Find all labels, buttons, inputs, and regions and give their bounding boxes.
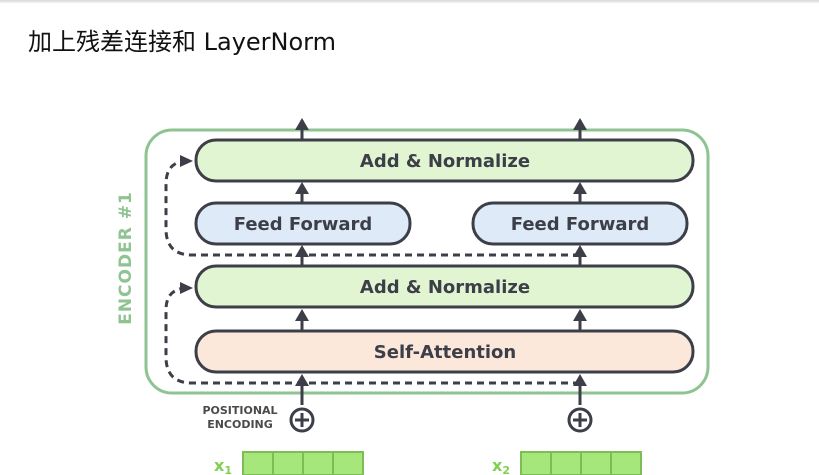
arrow-right-icon xyxy=(180,282,193,294)
top-rule xyxy=(0,0,819,3)
input-x2-label: x2 xyxy=(492,456,510,475)
arrow-up-icon xyxy=(295,118,309,130)
encoder-container xyxy=(144,128,710,395)
add-normalize-bottom-label: Add & Normalize xyxy=(360,277,530,298)
encoder-label: ENCODER #1 xyxy=(116,191,136,325)
add-normalize-top-label: Add & Normalize xyxy=(360,151,530,172)
feed-forward-right-label: Feed Forward xyxy=(511,214,649,235)
feed-forward-left-box xyxy=(194,201,412,246)
positional-encoding-label-line2: ENCODING xyxy=(207,418,273,431)
self-attention-box xyxy=(194,329,695,374)
input-x2-vector xyxy=(520,451,642,475)
circle-plus-icon xyxy=(289,407,315,433)
add-normalize-top-box xyxy=(194,138,695,183)
self-attention-label: Self-Attention xyxy=(374,342,516,363)
add-normalize-bottom-box xyxy=(194,264,695,309)
arrow-up-icon xyxy=(573,309,587,321)
arrow-up-icon xyxy=(573,182,587,194)
arrow-up-icon xyxy=(573,118,587,130)
page-title: 加上残差连接和 LayerNorm xyxy=(28,28,337,56)
residual-connection-upper xyxy=(164,159,580,257)
arrow-right-icon xyxy=(180,155,193,167)
input-x1-vector xyxy=(242,451,364,475)
arrow-up-icon xyxy=(295,309,309,321)
feed-forward-left-label: Feed Forward xyxy=(234,214,372,235)
arrow-up-icon xyxy=(295,182,309,194)
input-x1-label: x1 xyxy=(214,456,232,475)
positional-encoding-label-line1: POSITIONAL xyxy=(202,404,277,417)
feed-forward-right-box xyxy=(471,201,689,246)
residual-connection-lower xyxy=(164,286,580,385)
circle-plus-icon xyxy=(567,407,593,433)
